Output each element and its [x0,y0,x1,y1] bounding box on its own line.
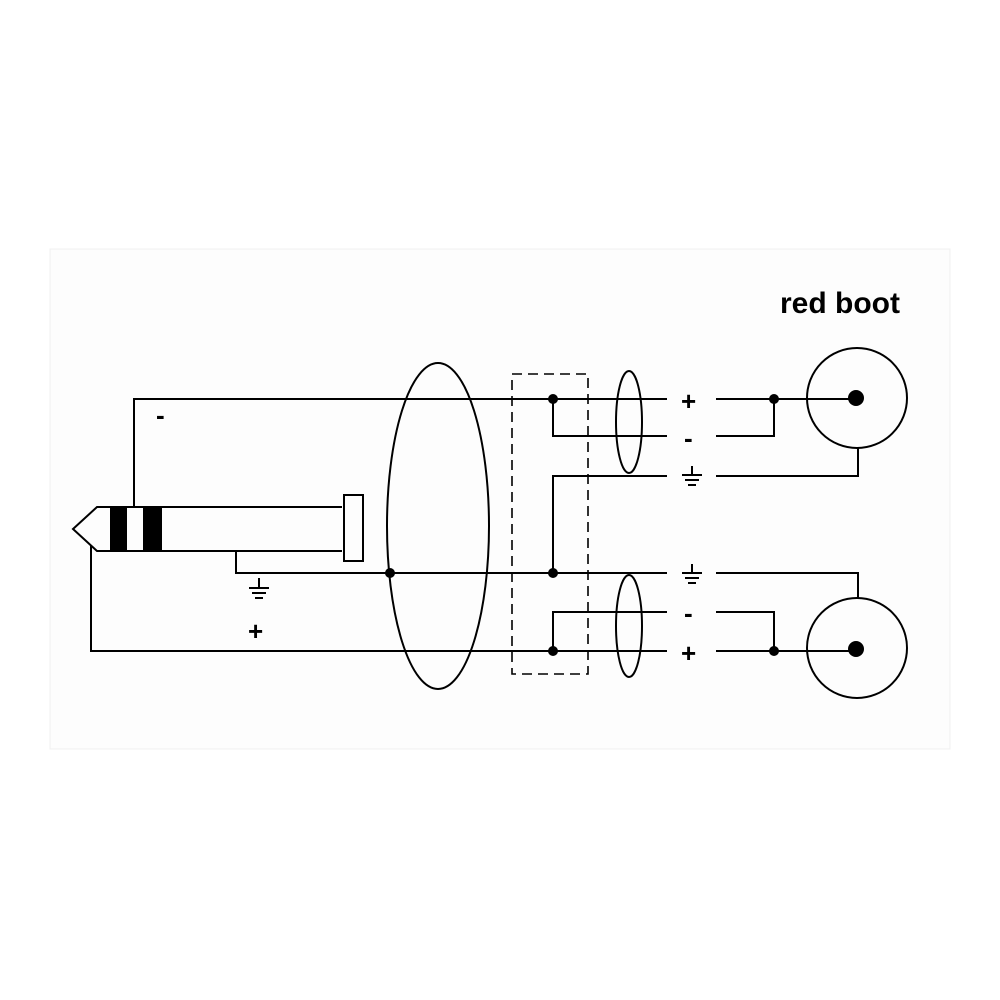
shield-split-box [511,373,589,675]
out-wire-bottom-ground [716,572,859,598]
jack-ring-band-2 [143,507,162,551]
jack-ring-band-1 [110,507,127,551]
out-wire-top-minus [716,399,775,437]
junction-dot [769,394,779,404]
out-wire-bottom-minus [716,611,775,651]
rca-connector-bottom [806,597,908,699]
bottom-plus-label: + [681,638,696,668]
ground-icon [249,578,269,599]
junction-dot [548,568,558,578]
wire-plus-bottom [90,545,667,652]
bottom-minus-label: - [684,598,693,628]
wire-ground [235,551,667,574]
top-cable-ellipse [615,370,643,474]
ground-icon [682,564,702,584]
ground-icon [682,466,702,486]
top-minus-label: - [684,423,693,453]
cable-shield-ellipse [386,362,490,690]
split-wire-top-ground [552,475,667,573]
split-wire-bottom-minus [552,611,667,651]
diagram-panel [49,248,951,750]
top-plus-label: + [681,386,696,416]
junction-dot [548,394,558,404]
red-boot-label: red boot [780,287,900,320]
wire-minus-top [133,398,667,507]
jack-plus-label: + [248,616,263,646]
split-wire-top-minus [552,399,667,437]
bottom-cable-ellipse [615,574,643,678]
rca-connector-top [806,347,908,449]
jack-sleeve-collar [343,494,364,562]
jack-tip-outline [71,506,110,552]
out-wire-top-ground [716,448,859,477]
jack-minus-label: - [156,400,165,430]
junction-dot [385,568,395,578]
junction-dot [769,646,779,656]
stereo-jack-plug [71,494,364,562]
junction-dot [548,646,558,656]
